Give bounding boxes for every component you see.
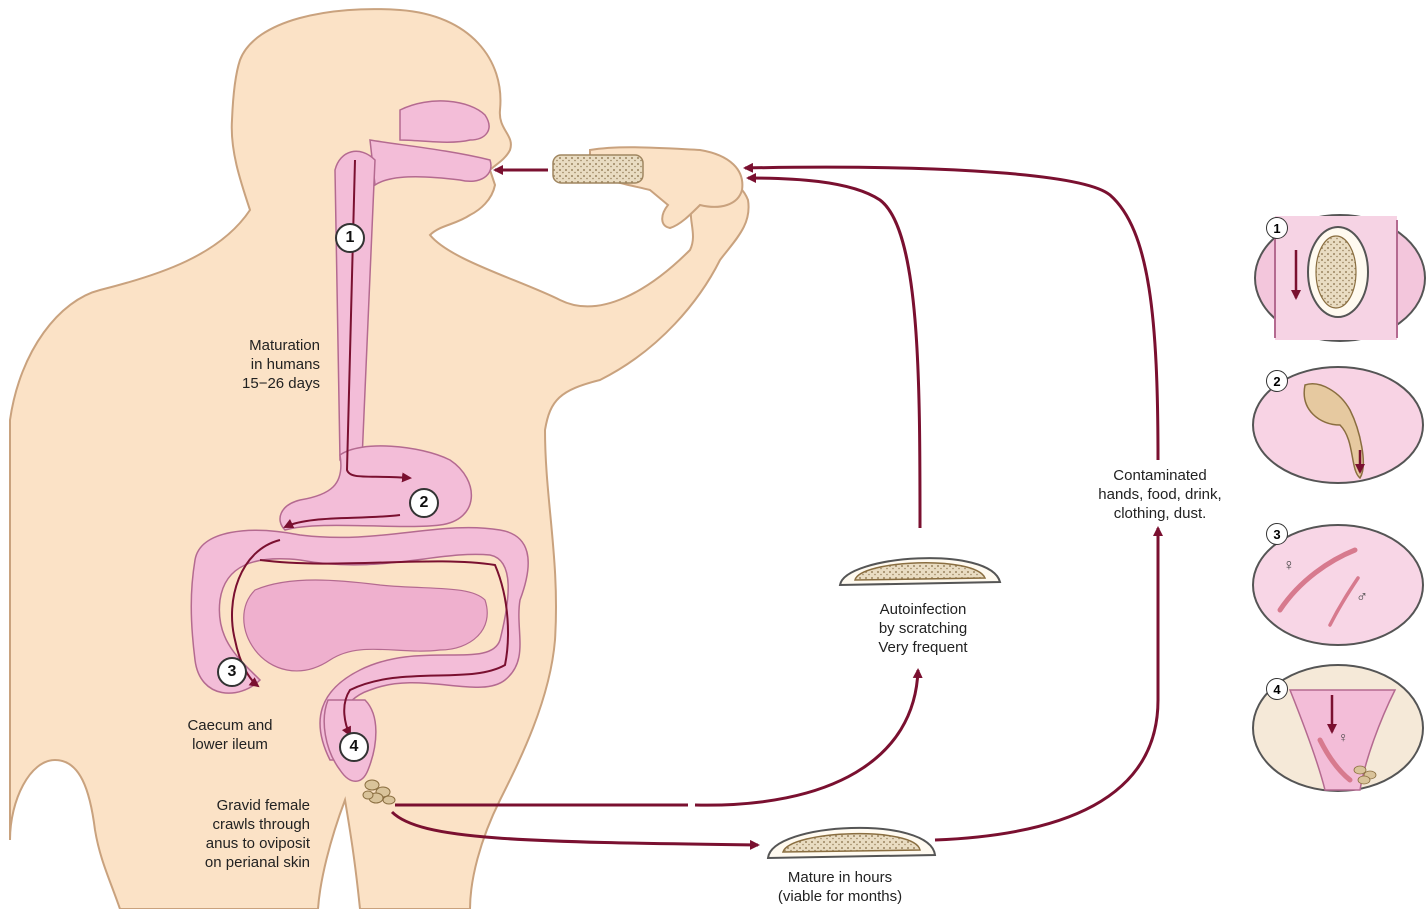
egg-autoinfection — [840, 558, 1000, 585]
stage-1-badge: 1 — [335, 223, 365, 253]
arrow-autoinfection-to-hand — [748, 178, 920, 528]
mature-label: Mature in hours (viable for months) — [740, 868, 940, 906]
stage-3-badge: 3 — [217, 657, 247, 687]
inset-3-badge: 3 — [1266, 523, 1288, 545]
stage-4-badge: 4 — [339, 732, 369, 762]
maturation-label: Maturation in humans 15−26 days — [210, 336, 320, 393]
caecum-label: Caecum and lower ileum — [175, 716, 285, 754]
inset-4-badge: 4 — [1266, 678, 1288, 700]
autoinfection-label: Autoinfection by scratching Very frequen… — [838, 600, 1008, 657]
male-symbol: ♂ — [1356, 588, 1368, 607]
food-item — [553, 155, 643, 183]
egg-mature — [768, 828, 935, 858]
contaminated-label: Contaminated hands, food, drink, clothin… — [1070, 466, 1250, 523]
female-symbol-inset-4: ♀ — [1338, 728, 1349, 747]
arrow-contaminated-to-hand — [745, 167, 1158, 460]
inset-1-badge: 1 — [1266, 217, 1288, 239]
gravid-female-label: Gravid female crawls through anus to ovi… — [160, 796, 310, 872]
stage-2-badge: 2 — [409, 488, 439, 518]
inset-2-badge: 2 — [1266, 370, 1288, 392]
female-symbol: ♀ — [1283, 556, 1295, 575]
